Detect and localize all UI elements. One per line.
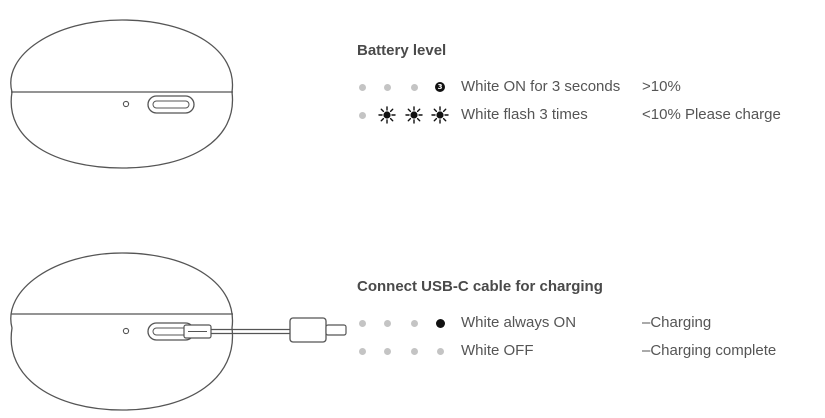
usb-c-cable-icon xyxy=(183,317,347,343)
led-indicator-group xyxy=(352,341,452,361)
led-flash-icon xyxy=(404,105,424,125)
usb-c-port-icon xyxy=(147,95,195,114)
led-indicator-group xyxy=(352,313,452,333)
charging-status: –Charging xyxy=(642,314,712,331)
battery-status: <10% Please charge xyxy=(642,106,781,123)
indicator-light-icon xyxy=(122,100,130,108)
led-flash-icon xyxy=(377,105,397,125)
charging-row-complete: White OFF –Charging complete xyxy=(352,341,812,361)
led-off xyxy=(377,341,397,361)
led-off xyxy=(404,313,424,333)
led-description: White OFF xyxy=(461,342,534,359)
led-on-numbered: 3 xyxy=(430,77,450,97)
led-indicator-group: 3 xyxy=(352,77,452,97)
led-description: White flash 3 times xyxy=(461,106,588,123)
led-off xyxy=(404,77,424,97)
indicator-light-icon xyxy=(122,327,130,335)
charging-title: Connect USB-C cable for charging xyxy=(357,278,603,295)
led-indicator-group xyxy=(352,105,452,125)
led-description: White ON for 3 seconds xyxy=(461,78,621,95)
battery-row-high: 3 White ON for 3 seconds >10% xyxy=(352,77,812,97)
led-off xyxy=(404,341,424,361)
charging-case-illustration xyxy=(10,19,234,169)
charging-status: –Charging complete xyxy=(642,342,777,359)
battery-status: >10% xyxy=(642,78,681,95)
led-description: White always ON xyxy=(461,314,577,331)
battery-level-title: Battery level xyxy=(357,42,447,59)
led-flash-icon xyxy=(430,105,450,125)
led-off xyxy=(352,77,372,97)
charging-case-with-cable-illustration xyxy=(10,252,347,411)
charging-row-active: White always ON –Charging xyxy=(352,313,812,333)
led-off xyxy=(352,313,372,333)
led-off xyxy=(352,105,372,125)
led-off xyxy=(377,77,397,97)
led-off xyxy=(430,341,450,361)
led-number: 3 xyxy=(435,82,445,92)
led-on xyxy=(430,313,450,333)
battery-row-low: White flash 3 times <10% Please charge xyxy=(352,105,812,125)
led-off xyxy=(377,313,397,333)
led-off xyxy=(352,341,372,361)
